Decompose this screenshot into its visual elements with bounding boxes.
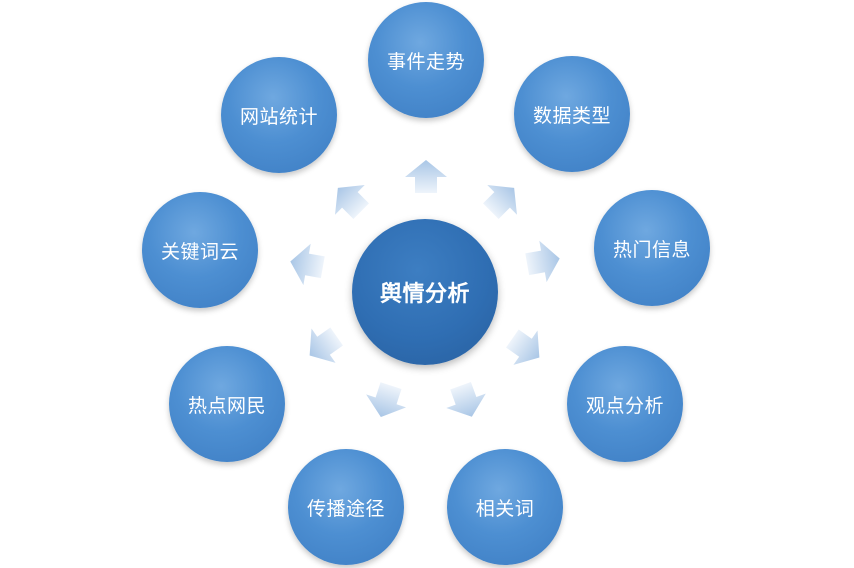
node-data-type[interactable]: 数据类型 xyxy=(514,56,630,172)
arrow-to-data-type xyxy=(483,185,517,219)
arrow-to-event-trend xyxy=(405,160,447,193)
node-hot-netizens[interactable]: 热点网民 xyxy=(169,346,285,462)
arrow-to-site-stats xyxy=(335,185,369,219)
arrow-to-hot-netizens xyxy=(309,327,343,363)
center-node-label: 舆情分析 xyxy=(379,282,470,307)
node-label: 传播途径 xyxy=(306,497,385,520)
node-label: 相关词 xyxy=(475,497,535,520)
node-label: 热点网民 xyxy=(187,394,266,417)
node-label: 数据类型 xyxy=(532,104,611,127)
node-event-trend[interactable]: 事件走势 xyxy=(368,2,484,118)
arrow-to-keyword-cloud xyxy=(290,243,325,286)
arrow-to-propagation-path xyxy=(366,382,407,418)
node-related-words[interactable]: 相关词 xyxy=(447,449,563,565)
node-hot-info[interactable]: 热门信息 xyxy=(594,190,710,306)
node-opinion-analysis[interactable]: 观点分析 xyxy=(567,346,683,462)
node-label: 网站统计 xyxy=(239,105,318,128)
node-label: 关键词云 xyxy=(160,240,239,263)
arrow-to-hot-info xyxy=(525,240,560,283)
center-node-public-opinion-analysis[interactable]: 舆情分析 xyxy=(352,219,498,365)
node-label: 事件走势 xyxy=(386,50,465,73)
node-propagation-path[interactable]: 传播途径 xyxy=(288,449,404,565)
arrow-to-related-words xyxy=(446,382,486,417)
node-label: 观点分析 xyxy=(585,394,664,417)
node-label: 热门信息 xyxy=(612,238,691,261)
node-keyword-cloud[interactable]: 关键词云 xyxy=(142,192,258,308)
arrow-to-opinion-analysis xyxy=(506,329,540,365)
node-site-stats[interactable]: 网站统计 xyxy=(221,57,337,173)
